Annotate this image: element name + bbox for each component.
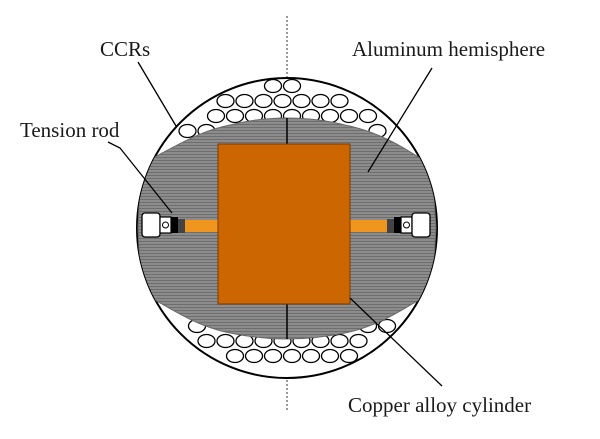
label-ccrs: CCRs — [100, 37, 150, 61]
ccr-ellipse — [282, 348, 302, 364]
ccr-ellipse — [225, 348, 245, 364]
leader-hemisphere — [367, 67, 433, 173]
ccr-ellipse — [254, 93, 273, 109]
ccr-ellipse — [330, 333, 349, 349]
rod-end-fitting-left — [141, 212, 185, 238]
tension-rod-left — [185, 220, 220, 232]
ccr-array — [178, 78, 397, 364]
ccr-ellipse — [206, 108, 226, 124]
ccr-ellipse — [282, 78, 302, 94]
ccr-ellipse — [263, 78, 283, 94]
copper-alloy-cylinder — [217, 143, 351, 305]
ccr-ellipse — [216, 333, 235, 349]
ccr-ellipse — [292, 93, 311, 109]
ccr-ellipse — [330, 93, 349, 109]
ccr-ellipse — [244, 348, 264, 364]
label-tension-rod: Tension rod — [20, 118, 120, 142]
ccr-ellipse — [263, 348, 283, 364]
ccr-ellipse — [339, 108, 359, 124]
leader-tension-rod — [107, 141, 173, 214]
leader-cylinder — [349, 297, 443, 387]
ccr-ellipse — [216, 93, 235, 109]
ccr-ellipse — [358, 108, 378, 124]
ccr-ellipse — [225, 108, 245, 124]
ccr-ellipse — [320, 348, 340, 364]
ccr-ellipse — [349, 333, 368, 349]
leader-ccrs — [137, 61, 177, 127]
ccr-ellipse — [235, 93, 254, 109]
tension-rod-right — [350, 220, 387, 232]
label-aluminum-hemisphere: Aluminum hemisphere — [352, 37, 545, 61]
label-copper-alloy-cylinder: Copper alloy cylinder — [348, 393, 531, 417]
ccr-ellipse — [301, 348, 321, 364]
ccr-ellipse — [311, 93, 330, 109]
rod-end-fitting-right — [387, 212, 431, 238]
ccr-ellipse — [273, 93, 292, 109]
ccr-ellipse — [178, 123, 197, 139]
ccr-ellipse — [197, 333, 216, 349]
ccr-ellipse — [339, 348, 359, 364]
